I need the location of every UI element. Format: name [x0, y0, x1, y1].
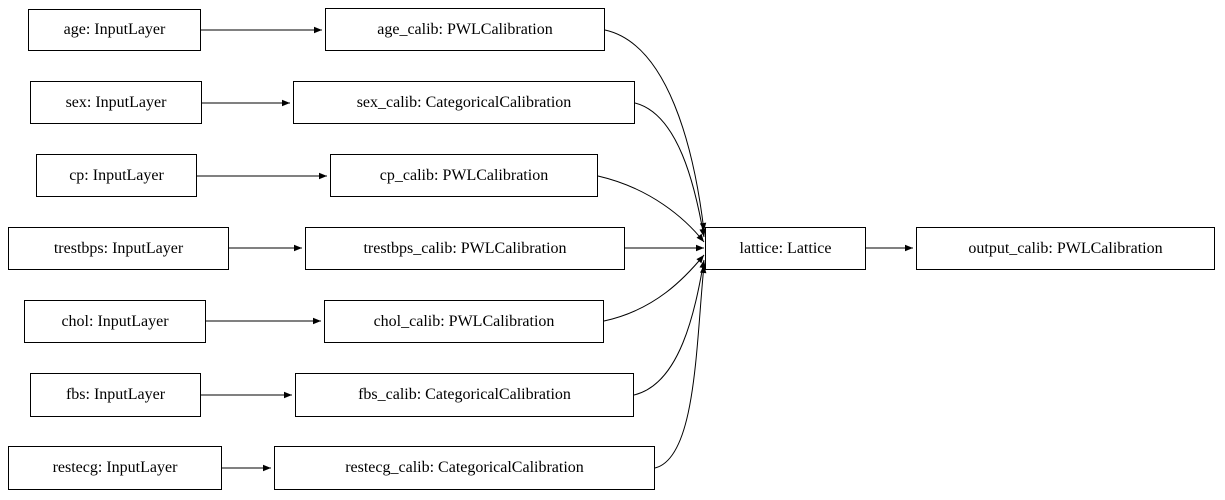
edge-chol_calib-to-lattice [603, 254, 705, 322]
node-output_calib-pwlcalibration: output_calib: PWLCalibration [916, 227, 1215, 270]
node-sex_calib-categoricalcalibration: sex_calib: CategoricalCalibration [293, 81, 635, 124]
node-chol_calib-pwlcalibration: chol_calib: PWLCalibration [324, 300, 604, 343]
edge-age_calib-to-lattice [604, 29, 707, 232]
node-age_calib-pwlcalibration: age_calib: PWLCalibration [325, 8, 605, 51]
edge-sex_calib-to-lattice [634, 102, 706, 238]
node-lattice: lattice: Lattice [705, 227, 866, 270]
node-fbs_calib-categoricalcalibration: fbs_calib: CategoricalCalibration [295, 373, 634, 417]
node-fbs-inputlayer: fbs: InputLayer [30, 373, 201, 417]
node-trestbps-inputlayer: trestbps: InputLayer [8, 227, 229, 270]
edge-cp_calib-to-lattice [597, 175, 705, 243]
edge-restecg_calib-to-lattice [654, 264, 707, 469]
edge-fbs_calib-to-lattice [633, 259, 706, 396]
node-cp_calib-pwlcalibration: cp_calib: PWLCalibration [330, 154, 598, 197]
node-chol-inputlayer: chol: InputLayer [24, 300, 206, 343]
node-trestbps_calib-pwlcalibration: trestbps_calib: PWLCalibration [305, 227, 625, 270]
node-restecg_calib-categoricalcalibration: restecg_calib: CategoricalCalibration [274, 446, 655, 490]
node-sex-inputlayer: sex: InputLayer [30, 81, 202, 124]
node-cp-inputlayer: cp: InputLayer [36, 154, 197, 197]
node-age-inputlayer: age: InputLayer [28, 9, 201, 51]
node-restecg-inputlayer: restecg: InputLayer [8, 446, 222, 490]
